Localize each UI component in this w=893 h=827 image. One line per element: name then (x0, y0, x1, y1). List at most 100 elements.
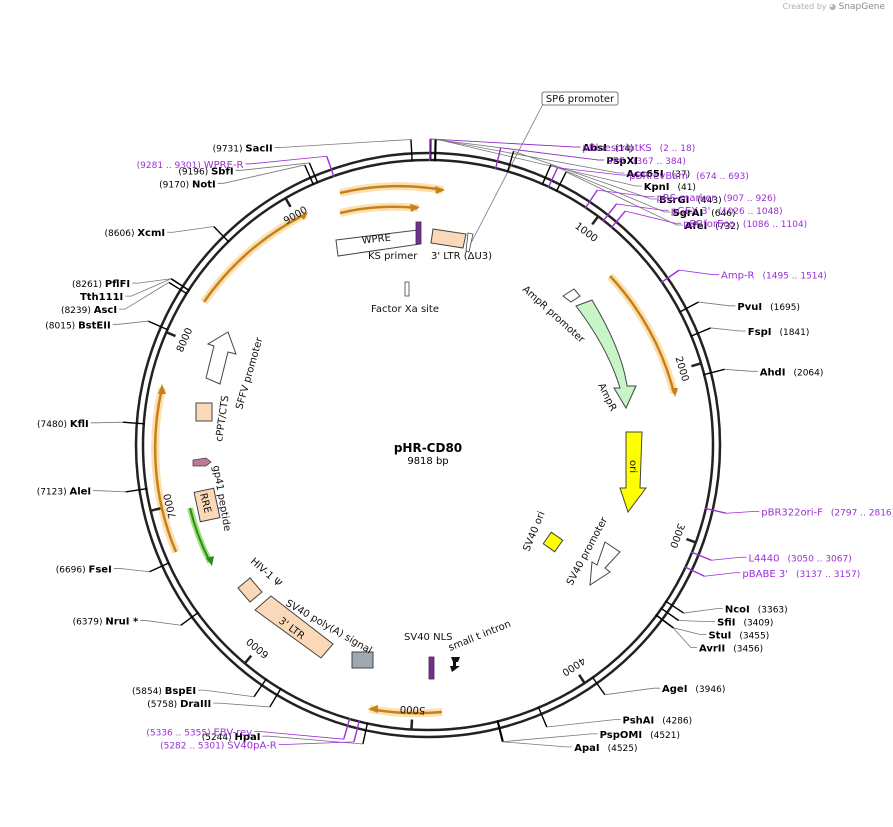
label-sffv: SFFV promoter (234, 336, 265, 411)
primer-label: pBRforEco(1086 .. 1104) (683, 219, 807, 230)
primer-4: pGEX 3'(1026 .. 1048) (602, 203, 783, 222)
primer-name: pBR322ori-F (761, 507, 823, 518)
primer-leader (254, 731, 344, 740)
enzyme-site-mark (269, 687, 282, 708)
primer-8: L4440(3050 .. 3067) (690, 551, 852, 564)
tick-label-8000: 8000 (175, 326, 195, 354)
enzyme-name: NcoI (725, 605, 750, 616)
primer-site-mark (690, 551, 712, 561)
enzyme-site-mark (664, 600, 685, 614)
primer-site-mark (353, 720, 360, 743)
enzyme-site-mark (170, 278, 190, 292)
primer-0: pBluescriptKS(2 .. 18) (429, 138, 695, 162)
enzyme-label: ApaI(4525) (574, 743, 637, 754)
sv40-polya-box (351, 651, 374, 669)
primer-range: (1495 .. 1514) (762, 272, 826, 282)
enzyme-20: (5758) DraIII (147, 687, 282, 710)
enzyme-site-mark (506, 151, 515, 173)
enzyme-site-mark (180, 611, 199, 626)
primer-name: pRS-marker (656, 193, 716, 204)
tick-label-2000: 2000 (672, 355, 690, 383)
primer-label: pBRrevBam(674 .. 693) (629, 171, 749, 182)
label-cppt: cPPT/CTS (214, 395, 231, 443)
enzyme-label: (9196) SbfI (178, 166, 233, 177)
enzyme-22: (6379) NruI * (73, 611, 199, 628)
cppt-box (195, 402, 213, 422)
primer-range: (367 .. 384) (633, 157, 686, 167)
enzyme-18: ApaI(4525) (496, 720, 638, 754)
enzyme-11: NcoI (3363) (664, 600, 788, 616)
primer-leader (704, 572, 741, 577)
label-wpre: WPRE (361, 233, 391, 247)
label-rre: RRE (197, 492, 213, 514)
enzyme-name: HpaI (235, 732, 261, 743)
enzyme-leader (125, 278, 172, 297)
primer-label: (5336 .. 5355) EBV-rev (146, 727, 252, 738)
tick-mark-3000 (685, 537, 697, 544)
primer-10: (5336 .. 5355) EBV-rev (146, 717, 351, 740)
enzyme-site-mark (678, 301, 699, 313)
enzyme-leader (217, 164, 305, 184)
sv40-nls-mark (428, 656, 435, 680)
enzyme-name: DraIII (180, 699, 211, 710)
enzyme-label: PshAI(4286) (623, 716, 693, 727)
primer-9: pBABE 3'(3137 .. 3157) (684, 566, 860, 580)
primer-site-mark (602, 203, 618, 222)
enzyme-name: Acc65I (626, 169, 663, 180)
enzyme-position: (1841) (779, 328, 809, 338)
enzyme-24: (7123) AleI (37, 487, 148, 498)
enzyme-21: (5854) BspEI (132, 678, 268, 697)
enzyme-label: (7123) AleI (37, 487, 91, 498)
primer-name: L4440 (748, 553, 779, 564)
enzyme-name: FspI (748, 327, 772, 338)
enzyme-position: (5244) (202, 733, 235, 743)
label-ks-primer: KS primer (368, 251, 418, 262)
primer-11: (5282 .. 5301) SV40pA-R (160, 720, 360, 751)
enzyme-position: (1695) (770, 303, 800, 313)
enzyme-7: AfeI(732) (555, 171, 739, 232)
enzyme-site-mark (703, 368, 725, 376)
enzyme-label: FspI (1841) (748, 327, 810, 338)
enzyme-19: (5244) HpaI (202, 722, 369, 745)
feature-arc-c-bg (200, 210, 308, 305)
primer-name: SP6 (606, 156, 625, 167)
enzyme-name: NruI * (105, 617, 139, 628)
enzyme-position: (5854) (132, 687, 165, 697)
primer-site-mark (326, 156, 335, 178)
primer-1: SP6 (367 .. 384) (494, 147, 686, 170)
sp6-box-frame (541, 91, 619, 106)
enzyme-30: (8606) XcmI (105, 226, 230, 243)
enzyme-31: (9170) NotI (159, 164, 315, 190)
primer-site-mark (684, 566, 705, 577)
enzyme-label: SfiI(3409) (717, 618, 773, 629)
ltr3-small-shape (465, 232, 474, 253)
enzyme-position: (3363) (758, 606, 788, 616)
hiv-psi-box (237, 577, 263, 603)
enzyme-position: (4521) (650, 731, 680, 741)
primer-range: (1026 .. 1048) (718, 207, 782, 217)
label-ori: ori (627, 460, 638, 473)
enzyme-leader (93, 490, 126, 493)
enzyme-8: PvuI(1695) (678, 301, 800, 313)
enzyme-site-mark (147, 320, 169, 331)
arrowhead-e (158, 384, 166, 394)
primer-label: (9281 .. 9301) WPRE-R (137, 160, 244, 171)
enzyme-3: Acc65I(37) (434, 138, 690, 180)
primer-label: pBluescriptKS(2 .. 18) (582, 143, 695, 154)
enzyme-position: (5758) (147, 700, 180, 710)
enzyme-site-mark (496, 720, 504, 742)
enzyme-name: SacII (245, 143, 272, 154)
enzyme-name: PshAI (623, 716, 655, 727)
primer-range: (2 .. 18) (660, 144, 696, 154)
enzyme-name: AleI (69, 487, 91, 498)
arrowhead-f (368, 705, 378, 713)
sv40-ori-box (542, 531, 564, 553)
enzyme-label: (9731) SacII (213, 143, 273, 154)
tick-mark-5000 (410, 719, 414, 730)
enzyme-label: (5758) DraIII (147, 699, 211, 710)
primer-7: pBR322ori-F(2797 .. 2816) (704, 507, 893, 518)
enzyme-10: AhdI(2064) (703, 367, 823, 378)
enzyme-site-mark (149, 562, 170, 573)
primer-leader (278, 741, 354, 745)
